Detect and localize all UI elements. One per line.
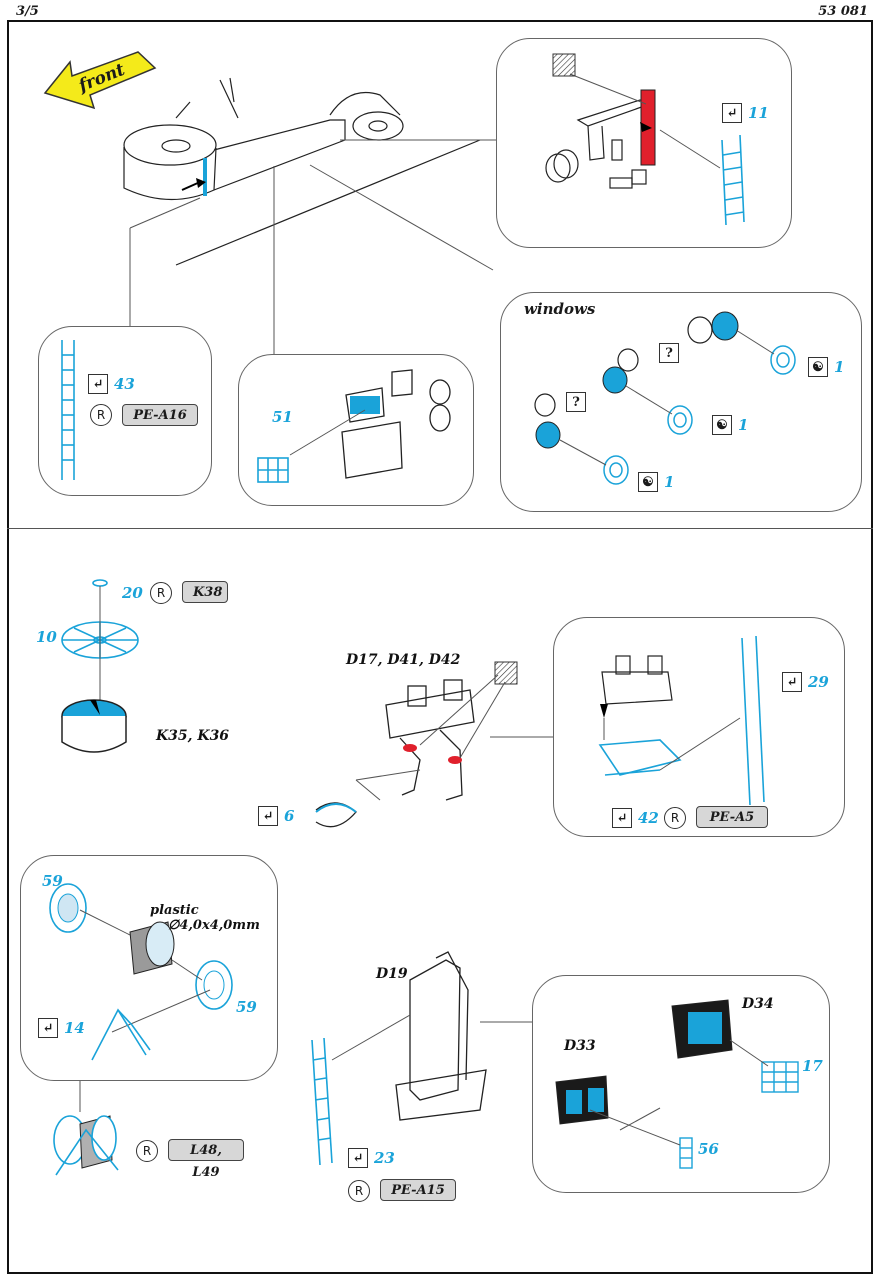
- part-11: 11: [748, 104, 769, 122]
- bend-icon: ↵: [782, 672, 802, 692]
- label-d34: D34: [742, 996, 774, 1012]
- frame-14: [91, 1008, 151, 1061]
- part-59a: 59: [42, 872, 63, 890]
- bend-icon: ↵: [38, 1018, 58, 1038]
- resin-replace-icon: R: [664, 807, 686, 829]
- grille-51: [257, 457, 289, 483]
- question-icon: ?: [659, 343, 679, 363]
- kit-code: 53 081: [818, 4, 868, 19]
- part-17: 17: [802, 1057, 823, 1075]
- tag-pe-a5: PE-A5: [696, 806, 768, 828]
- tag-k38: K38: [182, 581, 228, 603]
- part-29: 29: [808, 673, 829, 691]
- windows-label: windows: [524, 300, 596, 318]
- resin-replace-icon: R: [90, 404, 112, 426]
- etch-plate-icon: [494, 661, 518, 685]
- detail-box-windows: [500, 292, 862, 512]
- detail-box-29: [553, 617, 845, 837]
- resin-replace-icon: R: [136, 1140, 158, 1162]
- resin-replace-icon: R: [150, 582, 172, 604]
- plastic-dimension: ∅4,0x4,0mm: [168, 918, 260, 933]
- part-59b: 59: [236, 998, 257, 1016]
- mesh-56: [679, 1137, 693, 1169]
- part-6: 6: [284, 807, 295, 825]
- ladder-11: [721, 134, 745, 226]
- tag-pe-a15: PE-A15: [380, 1179, 456, 1201]
- part-56: 56: [698, 1140, 719, 1158]
- etch-plate-icon: [552, 53, 576, 77]
- part-42: 42: [638, 809, 659, 827]
- window-part-1c: 1: [664, 473, 675, 491]
- page-frame: [7, 20, 873, 1274]
- ladder-43: [61, 340, 75, 480]
- main-structure: [123, 77, 481, 266]
- bend-icon: ↵: [612, 808, 632, 828]
- page-number: 3/5: [16, 4, 39, 19]
- reel-assembly: [53, 1115, 119, 1176]
- glue-icon: ☯: [808, 357, 828, 377]
- glue-icon: ☯: [712, 415, 732, 435]
- bend-icon: ↵: [258, 806, 278, 826]
- part-20: 20: [122, 584, 143, 602]
- label-d33: D33: [564, 1038, 596, 1054]
- part-43: 43: [114, 375, 135, 393]
- label-k35-k36: K35, K36: [156, 728, 230, 744]
- front-arrow-icon: [43, 51, 157, 110]
- ladder-23: [311, 1037, 333, 1166]
- ladder-29: [598, 635, 765, 806]
- part-10: 10: [36, 628, 57, 646]
- tag-l48-l49: L48, L49: [168, 1139, 244, 1180]
- part-51: 51: [272, 408, 293, 426]
- tag-pe-a16: PE-A16: [122, 404, 198, 426]
- section-divider: [7, 528, 873, 529]
- bend-icon: ↵: [348, 1148, 368, 1168]
- mesh-17: [761, 1061, 799, 1093]
- window-part-1a: 1: [834, 358, 845, 376]
- part-23: 23: [374, 1149, 395, 1167]
- glue-icon: ☯: [638, 472, 658, 492]
- question-icon: ?: [566, 392, 586, 412]
- window-part-1b: 1: [738, 416, 749, 434]
- bend-icon: ↵: [88, 374, 108, 394]
- label-d17-d41-d42: D17, D41, D42: [346, 652, 461, 668]
- plastic-label: plastic: [150, 903, 199, 918]
- part-14: 14: [64, 1019, 85, 1037]
- resin-replace-icon: R: [348, 1180, 370, 1202]
- bend-icon: ↵: [722, 103, 742, 123]
- label-d19: D19: [376, 966, 408, 982]
